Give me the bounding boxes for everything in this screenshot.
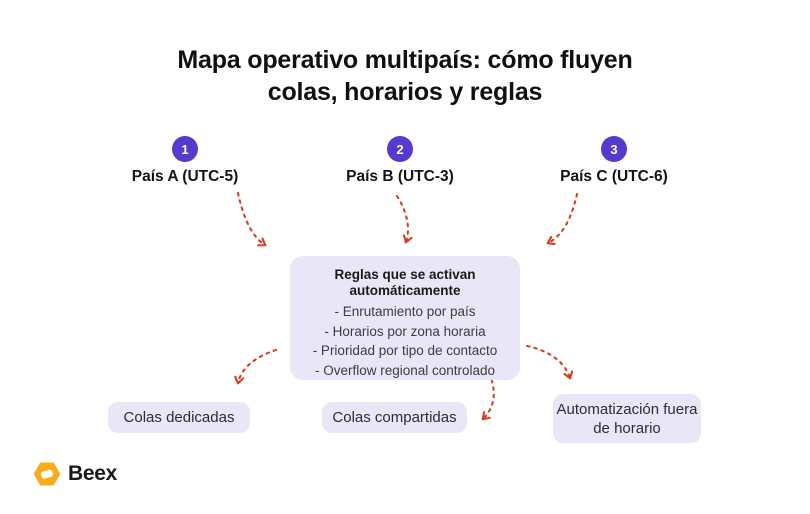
outcome-dedicated-queues: Colas dedicadas xyxy=(108,402,250,433)
arrow-country-a-to-rules-icon xyxy=(236,191,265,245)
rules-box-title: Reglas que se activan automáticamente xyxy=(334,267,476,298)
step-2-label: País B (UTC-3) xyxy=(346,168,454,185)
beex-logo-text: Beex xyxy=(68,462,118,485)
title-line-2: colas, horarios y reglas xyxy=(267,78,543,106)
rules-item-schedules: - Horarios por zona horaria xyxy=(324,323,486,339)
page-title: Mapa operativo multipaís: cómo fluyen co… xyxy=(0,44,810,108)
step-3-badge: 3 xyxy=(601,136,627,162)
arrow-rules-to-automation-icon xyxy=(525,344,570,378)
step-3-label: País C (UTC-6) xyxy=(560,168,668,185)
step-3-number: 3 xyxy=(610,141,618,157)
beex-logo-icon xyxy=(34,462,60,486)
arrow-country-c-to-rules-icon xyxy=(548,192,579,243)
step-1-badge: 1 xyxy=(172,136,198,162)
step-1-label: País A (UTC-5) xyxy=(131,168,239,185)
rules-item-overflow: - Overflow regional controlado xyxy=(314,362,496,378)
step-country-a: 1 País A (UTC-5) xyxy=(100,136,270,186)
title-line-1: Mapa operativo multipaís: cómo fluyen xyxy=(177,46,633,74)
step-2-badge: 2 xyxy=(387,136,413,162)
rules-box: Reglas que se activan automáticamente - … xyxy=(290,256,520,380)
step-country-c: 3 País C (UTC-6) xyxy=(529,136,699,186)
rules-item-routing: - Enrutamiento por país xyxy=(334,304,476,319)
step-2-number: 2 xyxy=(396,141,404,157)
step-1-number: 1 xyxy=(181,141,189,157)
rules-item-priority: - Prioridad por tipo de contacto xyxy=(312,343,498,358)
step-country-b: 2 País B (UTC-3) xyxy=(315,136,485,186)
outcome-after-hours-automation: Automatización fuera de horario xyxy=(553,394,701,443)
arrow-rules-to-dedicated-queues-icon xyxy=(238,348,278,383)
arrow-country-b-to-rules-icon xyxy=(395,194,408,242)
outcome-shared-queues: Colas compartidas xyxy=(322,402,467,433)
brand-footer: Beex xyxy=(33,460,117,488)
